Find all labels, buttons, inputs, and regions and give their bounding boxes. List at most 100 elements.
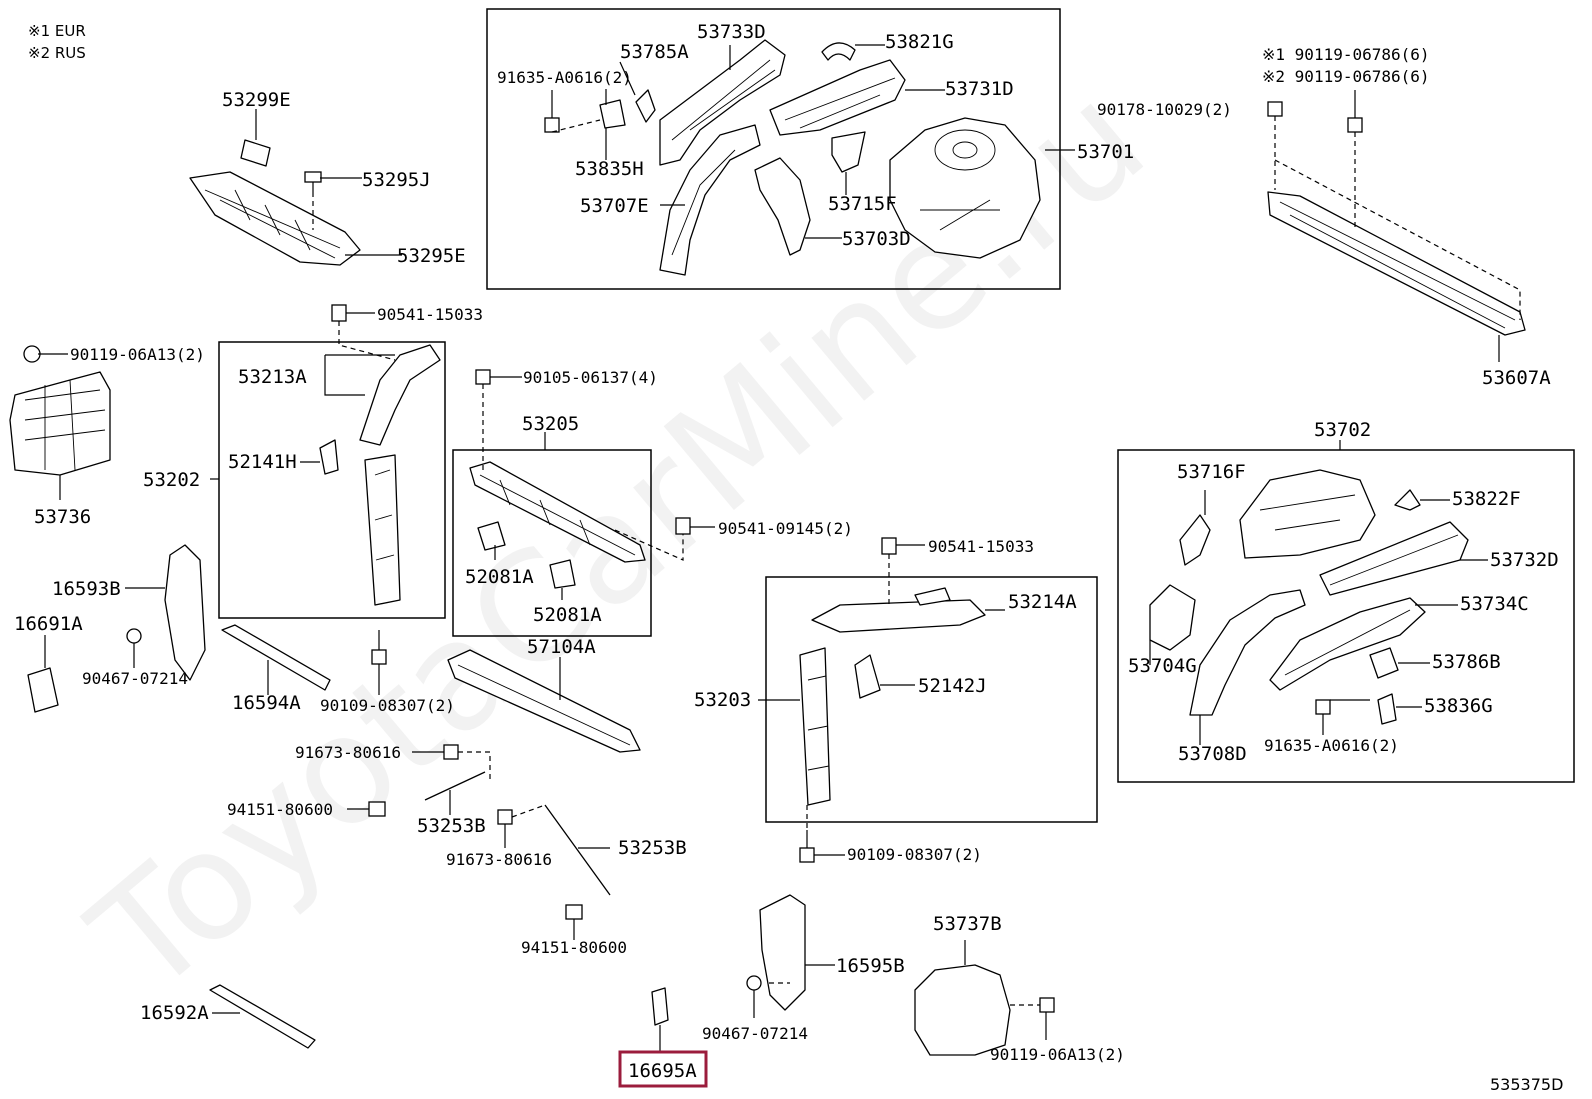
label-53707E[interactable]: 53707E (580, 195, 649, 217)
part-53821G (821, 42, 856, 61)
label-52081A-left[interactable]: 52081A (465, 566, 534, 588)
label-53786B[interactable]: 53786B (1432, 651, 1501, 673)
note-rus: ※2 RUS (28, 44, 86, 62)
label-90541-15033-right[interactable]: 90541-15033 (928, 537, 1034, 556)
label-57104A[interactable]: 57104A (527, 636, 596, 658)
label-90109-08307-left[interactable]: 90109-08307(2) (320, 696, 455, 715)
part-53835H (599, 99, 626, 129)
label-53253B-right[interactable]: 53253B (618, 837, 687, 859)
label-53701[interactable]: 53701 (1077, 141, 1134, 163)
label-16595B[interactable]: 16595B (836, 955, 905, 977)
part-53253B-right (544, 804, 611, 896)
label-53731D[interactable]: 53731D (945, 78, 1014, 100)
label-53785A[interactable]: 53785A (620, 41, 689, 63)
part-16595B (759, 894, 806, 1011)
part-53736 (9, 371, 111, 476)
part-94151-80600-upper (368, 801, 386, 817)
label-16695A[interactable]: 16695A (628, 1060, 697, 1082)
leader-lines (38, 44, 1500, 1052)
part-53785A (635, 89, 656, 123)
label-90541-15033-top[interactable]: 90541-15033 (377, 305, 483, 324)
label-53253B-left[interactable]: 53253B (417, 815, 486, 837)
part-53295J (304, 171, 322, 192)
label-53736[interactable]: 53736 (34, 506, 91, 528)
label-16594A[interactable]: 16594A (232, 692, 301, 714)
label-53734C[interactable]: 53734C (1460, 593, 1529, 615)
label-16593B[interactable]: 16593B (52, 578, 121, 600)
part-91635-A0616-upper (544, 90, 560, 133)
label-53821G[interactable]: 53821G (885, 31, 954, 53)
part-90119-06A13-right (1039, 997, 1055, 1013)
label-90119-06786-rus[interactable]: ※2 90119-06786(6) (1262, 67, 1430, 86)
part-53701-apron (889, 117, 1041, 259)
label-91673-80616-lower[interactable]: 91673-80616 (446, 850, 552, 869)
label-94151-80600-lower[interactable]: 94151-80600 (521, 938, 627, 957)
label-91635-A0616-lower[interactable]: 91635-A0616(2) (1264, 736, 1399, 755)
label-52081A-right[interactable]: 52081A (533, 604, 602, 626)
part-90467-07214-left (126, 628, 142, 644)
label-53708D[interactable]: 53708D (1178, 743, 1247, 765)
label-53716F[interactable]: 53716F (1177, 461, 1246, 483)
part-53732D (1319, 521, 1469, 596)
label-53733D[interactable]: 53733D (697, 21, 766, 43)
label-16691A[interactable]: 16691A (14, 613, 83, 635)
group-box-53202 (218, 341, 446, 619)
label-53607A[interactable]: 53607A (1482, 367, 1551, 389)
label-53295E[interactable]: 53295E (397, 245, 466, 267)
label-91635-A0616-upper[interactable]: 91635-A0616(2) (497, 68, 632, 87)
label-90178-10029[interactable]: 90178-10029(2) (1097, 100, 1232, 119)
label-90119-06A13-left[interactable]: 90119-06A13(2) (70, 345, 205, 364)
part-53731D (769, 59, 906, 136)
label-53704G[interactable]: 53704G (1128, 655, 1197, 677)
label-53732D[interactable]: 53732D (1490, 549, 1559, 571)
label-90541-09145[interactable]: 90541-09145(2) (718, 519, 853, 538)
label-53213A[interactable]: 53213A (238, 366, 307, 388)
label-53202[interactable]: 53202 (143, 469, 200, 491)
part-53737B (914, 964, 1011, 1056)
part-53704G (1149, 584, 1196, 651)
part-91673-80616-lower (497, 809, 513, 825)
part-91673-80616-upper (443, 744, 459, 760)
diagram-reference-code: 535375D (1490, 1075, 1563, 1094)
label-53203[interactable]: 53203 (694, 689, 751, 711)
label-16592A[interactable]: 16592A (140, 1002, 209, 1024)
label-53205[interactable]: 53205 (522, 413, 579, 435)
label-90109-08307-right[interactable]: 90109-08307(2) (847, 845, 982, 864)
part-53822F (1394, 489, 1421, 511)
label-90467-07214-right[interactable]: 90467-07214 (702, 1024, 808, 1043)
label-90119-06786-eur[interactable]: ※1 90119-06786(6) (1262, 45, 1430, 64)
part-90467-07214-right (746, 975, 762, 991)
label-53836G[interactable]: 53836G (1424, 695, 1493, 717)
label-53299E[interactable]: 53299E (222, 89, 291, 111)
part-52081A-left (477, 521, 506, 551)
part-16691A (27, 667, 59, 713)
label-53835H[interactable]: 53835H (575, 158, 644, 180)
label-90119-06A13-right[interactable]: 90119-06A13(2) (990, 1045, 1125, 1064)
part-53836G (1377, 693, 1397, 725)
part-53733D (659, 39, 786, 166)
label-53737B[interactable]: 53737B (933, 913, 1002, 935)
label-90467-07214-left[interactable]: 90467-07214 (82, 669, 188, 688)
part-53716F (1179, 514, 1211, 566)
label-52142J[interactable]: 52142J (918, 675, 987, 697)
part-90541-09145 (675, 517, 691, 535)
label-53703D[interactable]: 53703D (842, 228, 911, 250)
part-94151-80600-lower (565, 904, 583, 920)
label-53715F[interactable]: 53715F (828, 193, 897, 215)
label-53822F[interactable]: 53822F (1452, 488, 1521, 510)
label-90105-06137[interactable]: 90105-06137(4) (523, 368, 658, 387)
part-90119-06A13-left (23, 345, 41, 363)
label-94151-80600-upper[interactable]: 94151-80600 (227, 800, 333, 819)
label-52141H[interactable]: 52141H (228, 451, 297, 473)
label-53702[interactable]: 53702 (1314, 419, 1371, 441)
part-57104A (447, 649, 641, 753)
group-box-53702 (1117, 449, 1575, 783)
label-53295J[interactable]: 53295J (362, 169, 431, 191)
label-53214A[interactable]: 53214A (1008, 591, 1077, 613)
label-91673-80616-upper[interactable]: 91673-80616 (295, 743, 401, 762)
part-53299E (240, 139, 271, 167)
selected-part-highlight (618, 1050, 708, 1088)
part-52141H (319, 439, 339, 475)
part-90119-06786 (1347, 90, 1363, 133)
